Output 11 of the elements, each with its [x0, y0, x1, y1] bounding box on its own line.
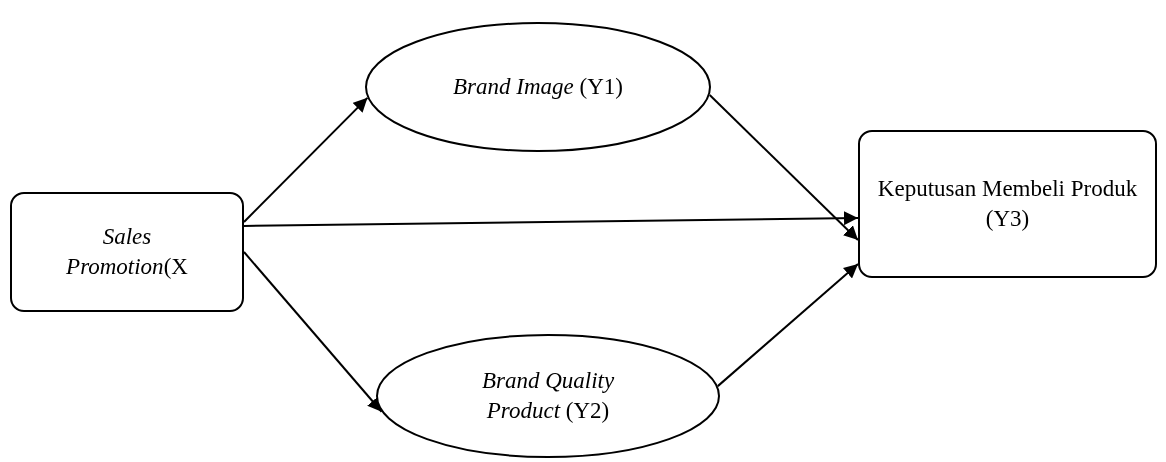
node-label: Sales Promotion(X [65, 223, 189, 281]
node-label: Brand Quality Product (Y2) [480, 367, 616, 425]
variable-box [858, 130, 1157, 278]
arrow [243, 211, 859, 227]
node-label: Keputusan Membeli Produk (Y3) [876, 175, 1139, 233]
node-label: Brand Image (Y1) [453, 73, 623, 102]
arrow [708, 93, 859, 241]
variable-box [10, 192, 244, 312]
arrow [243, 96, 369, 223]
arrow [716, 263, 859, 388]
arrow [243, 251, 383, 413]
